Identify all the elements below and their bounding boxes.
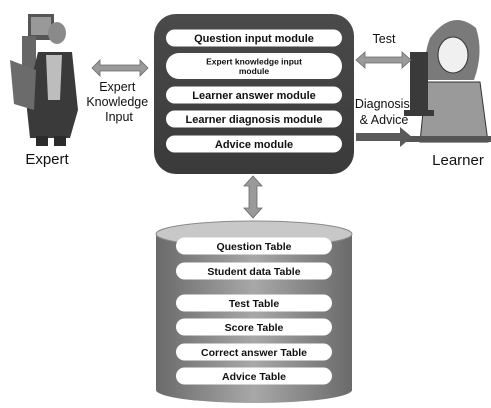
table-pill-advice-table (176, 367, 332, 385)
table-pill-score-table (176, 318, 332, 336)
diagnosis-advice-line-1: Diagnosis (355, 97, 410, 111)
module-pill-expert-knowledge-input-module (166, 53, 342, 79)
module-label-learner-answer-module: Learner answer module (192, 90, 316, 102)
table-pill-correct-answer-table (176, 343, 332, 361)
expert-input-arrow (91, 59, 149, 77)
learner-label: Learner (432, 152, 484, 169)
table-pill-question-table (176, 237, 332, 255)
system-database-arrow (243, 175, 263, 219)
module-pill-learner-answer-module (166, 86, 342, 104)
table-pill-student-data-table (176, 262, 332, 280)
diagnosis-advice-arrow (356, 127, 412, 147)
expert-input-line-1: Expert (99, 80, 136, 94)
learner-figure (404, 20, 491, 143)
module-label-advice-module: Advice module (215, 139, 293, 151)
test-label: Test (373, 32, 396, 46)
diagnosis-advice-line-2: & Advice (360, 113, 409, 127)
module-label-expert-knowledge-input-module-line-2: module (239, 66, 269, 76)
table-pill-test-table (176, 294, 332, 312)
expert-label: Expert (25, 151, 69, 168)
expert-input-line-3: Input (105, 110, 133, 124)
table-label-student-data-table: Student data Table (207, 266, 300, 278)
module-label-expert-knowledge-input-module-line-1: Expert knowledge input (206, 56, 302, 66)
module-label-question-input-module: Question input module (194, 33, 314, 45)
module-label-learner-diagnosis-module: Learner diagnosis module (186, 114, 323, 126)
test-arrow (355, 51, 412, 69)
module-pill-learner-diagnosis-module (166, 110, 342, 128)
module-pill-question-input-module (166, 29, 342, 47)
expert-figure (10, 14, 78, 146)
diagnosis-advice-label: Diagnosis & Advice (355, 97, 413, 127)
expert-input-label: Expert Knowledge Input (86, 80, 151, 124)
table-label-advice-table: Advice Table (222, 371, 286, 383)
table-label-correct-answer-table: Correct answer Table (201, 347, 307, 359)
table-label-question-table: Question Table (216, 241, 291, 253)
table-label-score-table: Score Table (225, 322, 284, 334)
expert-input-line-2: Knowledge (86, 95, 148, 109)
module-pill-advice-module (166, 135, 342, 153)
table-label-test-table: Test Table (229, 298, 280, 310)
